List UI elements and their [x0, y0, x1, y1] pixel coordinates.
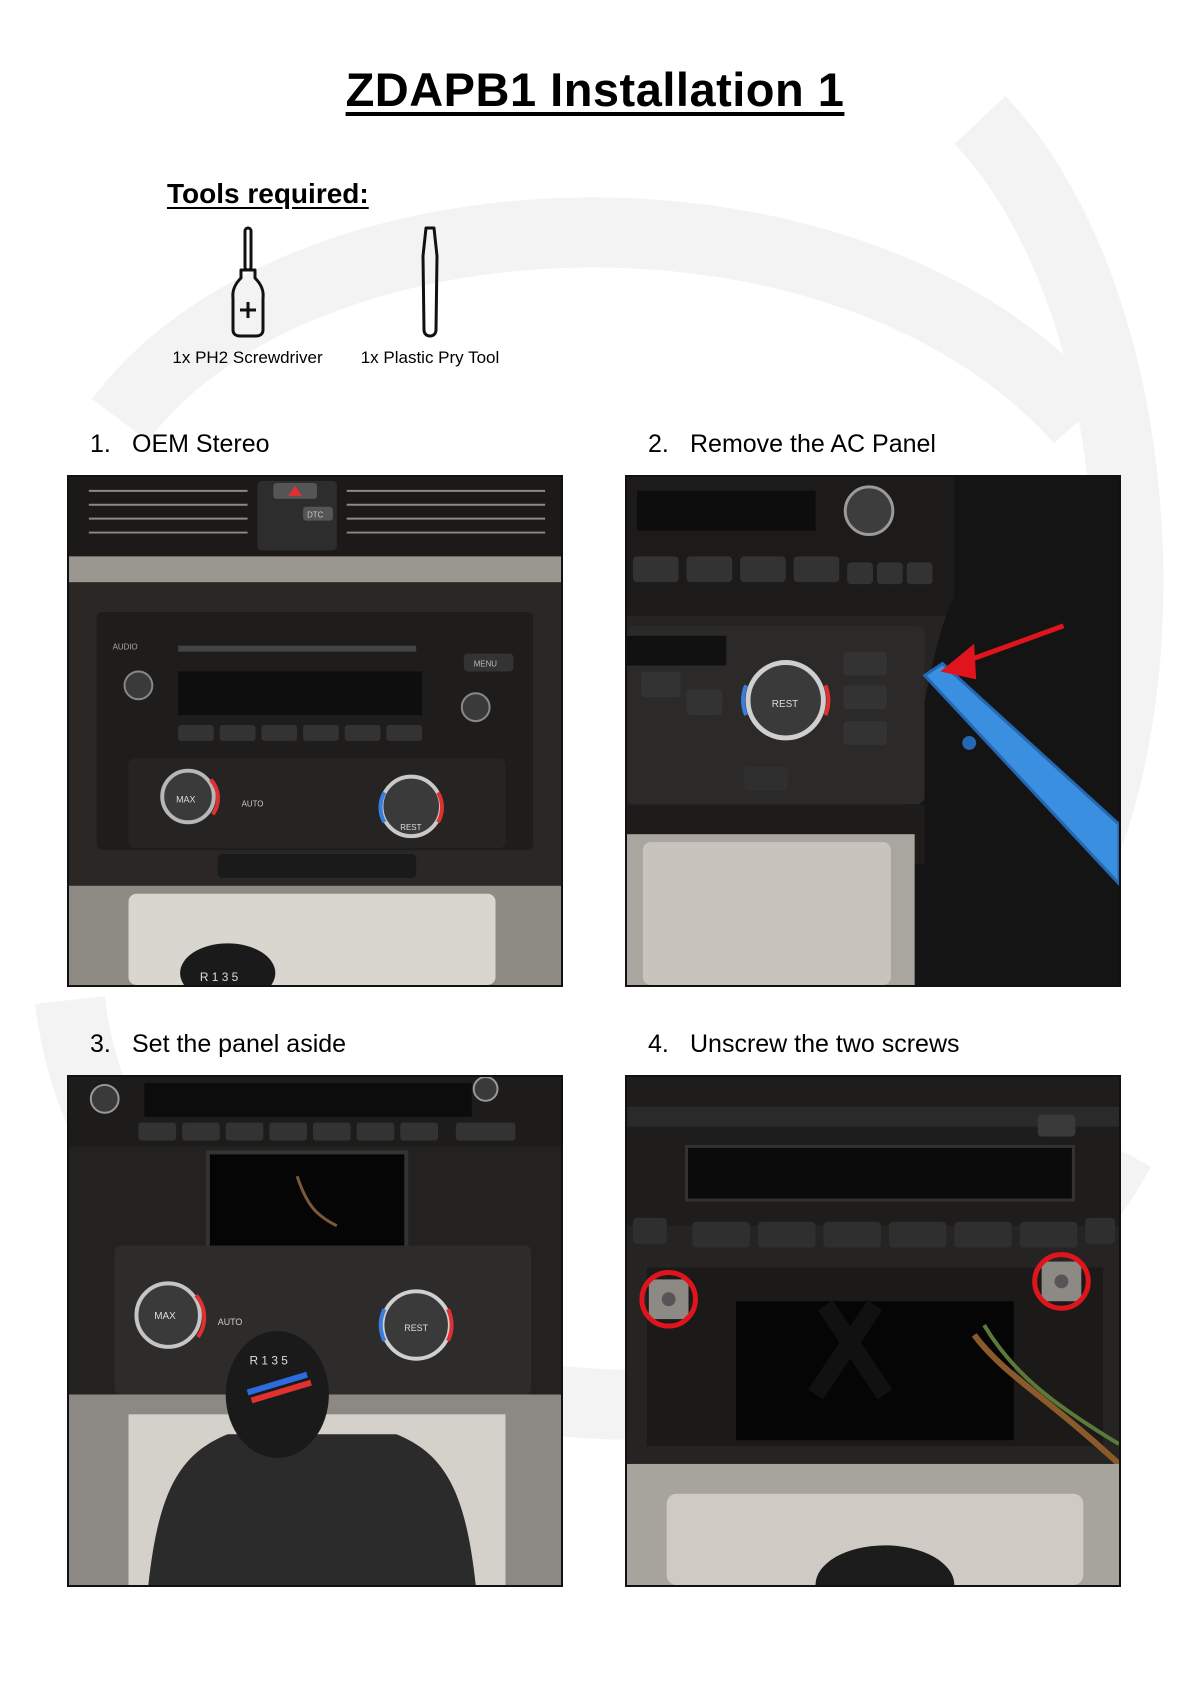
- step-2-text: Remove the AC Panel: [690, 430, 936, 458]
- step-4-text: Unscrew the two screws: [690, 1030, 960, 1058]
- svg-text:MAX: MAX: [154, 1311, 176, 1322]
- tools-heading: Tools required:: [167, 178, 369, 210]
- rest-label: REST: [400, 823, 421, 832]
- svg-text:REST: REST: [772, 699, 798, 710]
- photo-unscrew-screws: [625, 1075, 1121, 1587]
- dtc-label: DTC: [307, 511, 324, 520]
- svg-text:R 1 3 5: R 1 3 5: [250, 1354, 289, 1368]
- step-2-number: 2.: [648, 430, 690, 459]
- svg-text:REST: REST: [404, 1323, 428, 1333]
- step-2-label: 2.Remove the AC Panel: [648, 430, 936, 459]
- tool-screwdriver: 1x PH2 Screwdriver: [160, 226, 335, 368]
- photo-oem-stereo: DTC AUDIO MENU MAX AUTO REST R 1 3 5: [67, 475, 563, 987]
- max-label: MAX: [176, 794, 195, 804]
- page-title: ZDAPB1 Installation 1: [0, 62, 1190, 117]
- gear-label: R 1 3 5: [200, 970, 239, 984]
- step-1-text: OEM Stereo: [132, 430, 270, 458]
- step-1-number: 1.: [90, 430, 132, 459]
- audio-label: AUDIO: [113, 643, 138, 652]
- step-4-number: 4.: [648, 1030, 690, 1059]
- step-3-number: 3.: [90, 1030, 132, 1059]
- screwdriver-icon: [228, 226, 268, 338]
- tool-label-pry: 1x Plastic Pry Tool: [355, 348, 505, 368]
- pry-tool-icon: [418, 226, 442, 338]
- auto-label: AUTO: [242, 799, 264, 808]
- tool-label-screwdriver: 1x PH2 Screwdriver: [160, 348, 335, 368]
- step-1-label: 1.OEM Stereo: [90, 430, 270, 459]
- photo-remove-ac-panel: REST: [625, 475, 1121, 987]
- step-4-label: 4.Unscrew the two screws: [648, 1030, 960, 1059]
- svg-text:AUTO: AUTO: [218, 1317, 243, 1327]
- menu-label: MENU: [474, 660, 498, 669]
- photo-panel-aside: MAX AUTO REST R 1 3 5: [67, 1075, 563, 1587]
- step-3-text: Set the panel aside: [132, 1030, 346, 1058]
- tool-pry: 1x Plastic Pry Tool: [355, 226, 505, 368]
- step-3-label: 3.Set the panel aside: [90, 1030, 346, 1059]
